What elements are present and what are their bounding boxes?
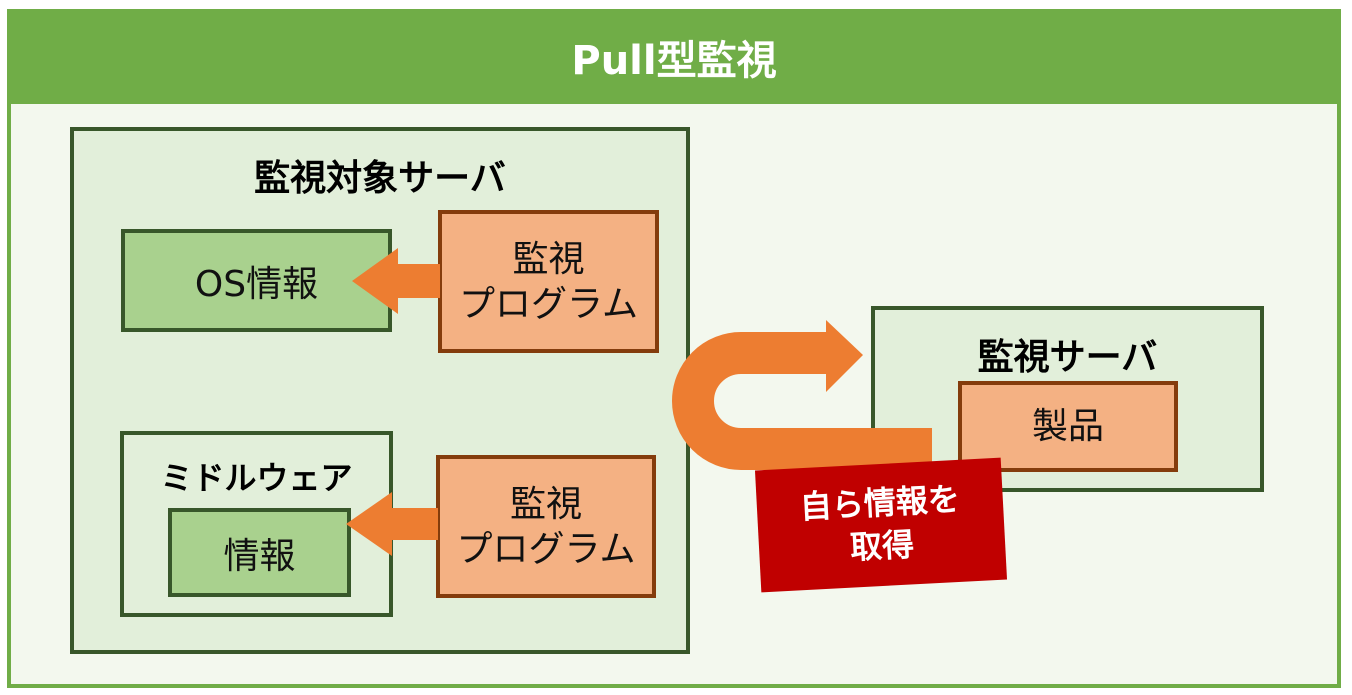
callout-box: 自ら情報を 取得 — [754, 457, 1008, 593]
product-label: 製品 — [1031, 406, 1104, 447]
monitor-server-title: 監視サーバ — [977, 337, 1158, 378]
target-server-title: 監視対象サーバ — [254, 158, 506, 199]
monitor-program-box-1: 監視 プログラム — [438, 210, 659, 353]
u-turn-arrow-head — [826, 320, 863, 392]
os-info-label: OS情報 — [194, 263, 319, 305]
monitor-program-1-line1: 監視 — [512, 238, 585, 280]
monitor-program-2-line1: 監視 — [509, 483, 582, 525]
arrow-to-os-info — [352, 248, 440, 314]
callout-line1: 自ら情報を — [798, 479, 961, 527]
diagram-title: Pull型監視 — [7, 9, 1341, 104]
middleware-info-box: 情報 — [168, 508, 351, 597]
monitor-program-2-line2: プログラム — [456, 528, 636, 570]
os-info-box: OS情報 — [121, 229, 392, 332]
product-box: 製品 — [958, 381, 1178, 472]
monitor-program-1-line2: プログラム — [459, 283, 638, 325]
callout-line2: 取得 — [849, 525, 916, 567]
arrow-to-middleware-info — [346, 492, 438, 556]
middleware-title: ミドルウェア — [160, 459, 353, 497]
monitor-program-box-2: 監視 プログラム — [436, 455, 656, 598]
middleware-info-label: 情報 — [223, 535, 296, 577]
u-turn-arrow-body — [672, 332, 932, 470]
